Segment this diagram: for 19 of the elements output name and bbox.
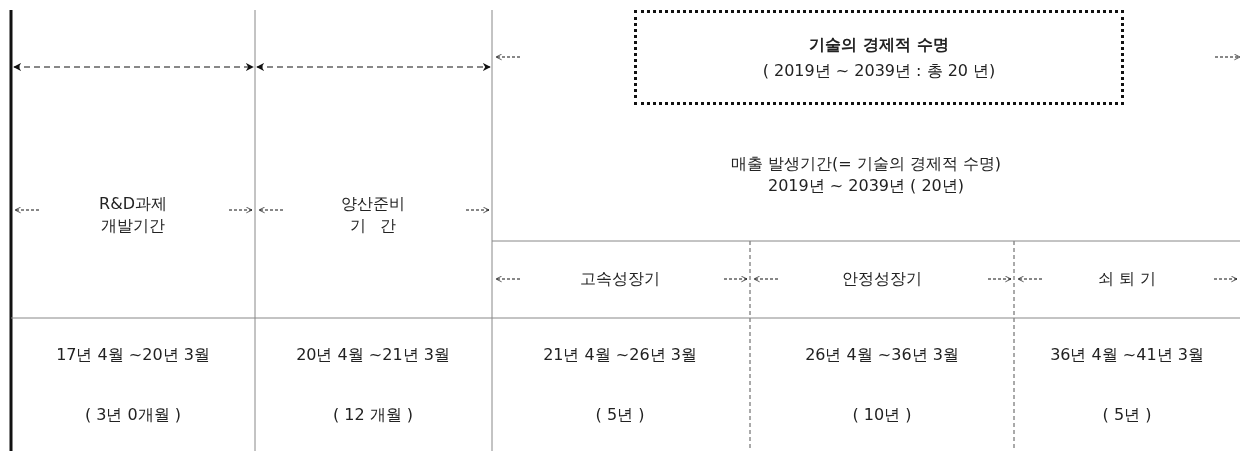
- date-cell-text: 20년 4월 ~21년 3월: [295, 344, 451, 366]
- period-label: 양산준비 기 간: [340, 193, 406, 237]
- phase-label: 쇠 퇴 기: [1096, 268, 1158, 290]
- duration-cell-text: ( 3년 0개월 ): [83, 404, 183, 426]
- date-cell-text: 17년 4월 ~20년 3월: [55, 344, 211, 366]
- duration-cell-text: ( 12 개월 ): [331, 404, 415, 426]
- duration-cell-text: ( 5년 ): [1101, 404, 1153, 426]
- period-label: R&D과제 개발기간: [98, 193, 168, 237]
- date-cell-text: 36년 4월 ~41년 3월: [1049, 344, 1205, 366]
- phase-label: 고속성장기: [579, 268, 661, 290]
- date-cell-text: 26년 4월 ~36년 3월: [804, 344, 960, 366]
- duration-cell-text: ( 5년 ): [594, 404, 646, 426]
- date-cell-text: 21년 4월 ~26년 3월: [542, 344, 698, 366]
- box-text: ( 2019년 ~ 2039년 : 총 20 년): [762, 59, 996, 82]
- period-label: 매출 발생기간(= 기술의 경제적 수명) 2019년 ~ 2039년 ( 20년): [729, 153, 1003, 197]
- callout-box: [634, 10, 1124, 105]
- duration-cell-text: ( 10년 ): [851, 404, 913, 426]
- phase-label: 안정성장기: [841, 268, 923, 290]
- box-heading: 기술의 경제적 수명: [809, 33, 949, 56]
